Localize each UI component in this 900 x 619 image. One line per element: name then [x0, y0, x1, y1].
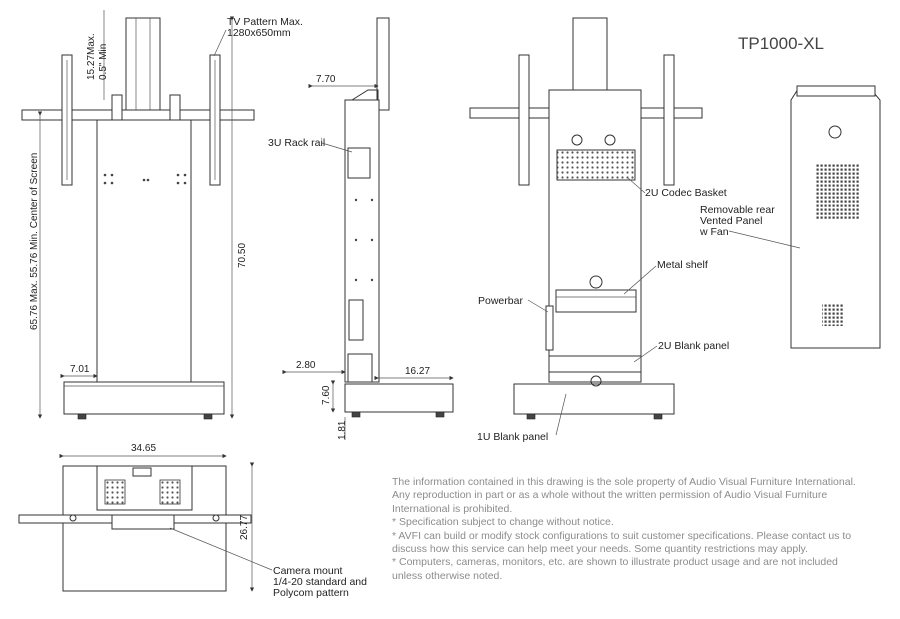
dim-base-height: 7.60: [321, 385, 332, 405]
side-panel-vent: [815, 164, 859, 220]
dim-adjust-max: 15.27Max.: [86, 33, 97, 80]
disclaimer-line: unless otherwise noted.: [392, 569, 503, 582]
side-rack-rail: [347, 147, 371, 179]
rear-metal-shelf: [555, 289, 637, 313]
disclaimer-line: discuss how this service can help meet y…: [392, 543, 808, 556]
rear-column: [548, 89, 642, 383]
codec-basket-label: 2U Codec Basket: [645, 187, 727, 199]
top-camera: [132, 467, 152, 477]
disclaimer-line: International is prohibited.: [392, 502, 513, 515]
side-mast: [376, 17, 390, 111]
front-base: [63, 381, 225, 415]
disclaimer-block: The information contained in this drawin…: [392, 476, 892, 583]
rear-codec-basket: [556, 149, 636, 181]
dim-depth-top: 7.70: [316, 74, 336, 85]
dim-offset: 2.80: [296, 360, 316, 371]
side-powerbar: [348, 299, 364, 341]
side-panel-top: [796, 85, 876, 97]
blank-2u-label: 2U Blank panel: [658, 340, 729, 352]
dim-height: 70.50: [237, 243, 248, 268]
disclaimer-line: The information contained in this drawin…: [392, 476, 856, 488]
rear-tv-bracket-right: [663, 54, 675, 186]
dim-adjust-min: 0.5" Min: [98, 44, 109, 80]
dim-top-width: 34.65: [131, 443, 156, 454]
front-view: 65.76 Max. 55.76 Min. Center of Screen 7…: [21, 10, 303, 420]
side-caster-right: [435, 411, 445, 418]
disclaimer-line: * AVFI can build or modify stock configu…: [392, 529, 852, 542]
metal-shelf-label: Metal shelf: [657, 259, 708, 271]
side-panel-view: Removable rear Vented Panel w Fan: [699, 85, 881, 349]
front-column: [96, 119, 192, 383]
rear-tv-bracket-left: [518, 54, 530, 186]
rear-base: [513, 383, 675, 415]
side-base: [344, 383, 454, 413]
tv-pattern-label-line1: TV Pattern Max.: [227, 16, 303, 28]
dim-caster: 1.81: [337, 420, 348, 440]
dim-screen-center: 65.76 Max. 55.76 Min. Center of Screen: [29, 153, 40, 330]
side-caster-left: [351, 411, 361, 418]
rear-view: 2U Codec Basket Metal shelf Powerbar 2U …: [469, 17, 729, 443]
tv-pattern-label-line2: 1280x650mm: [227, 27, 291, 39]
disclaimer-line: * Specification subject to change withou…: [392, 516, 614, 529]
panel-label-line3: w Fan: [699, 226, 729, 238]
model-title: TP1000-XL: [738, 34, 824, 53]
side-panel-fan: [822, 304, 844, 326]
top-column-outline: [96, 466, 193, 511]
disclaimer-line: * Computers, cameras, monitors, etc. are…: [392, 556, 838, 569]
camera-mount-line2: 1/4-20 standard and: [273, 576, 367, 588]
rear-caster-left: [526, 413, 536, 420]
powerbar-label: Powerbar: [478, 295, 523, 307]
dim-top-depth: 26.77: [239, 515, 250, 540]
panel-label-line1: Removable rear: [700, 204, 775, 216]
top-view: 34.65 26.77 Camera mount 1/4-20 standard…: [18, 443, 367, 599]
blank-1u-label: 1U Blank panel: [477, 431, 548, 443]
dim-base-offset: 7.01: [70, 364, 90, 375]
side-lower-box: [347, 353, 373, 383]
dim-base-depth: 16.27: [405, 366, 430, 377]
front-caster-left: [77, 413, 87, 420]
top-camera-mount: [111, 514, 175, 530]
front-mast: [125, 17, 161, 111]
rear-caster-right: [653, 413, 663, 420]
camera-mount-line3: Polycom pattern: [273, 587, 349, 599]
camera-mount-line1: Camera mount: [273, 565, 343, 577]
rear-2u-blank: [548, 355, 642, 373]
panel-label-line2: Vented Panel: [700, 215, 762, 227]
rack-rail-label: 3U Rack rail: [268, 137, 325, 149]
front-caster-right: [203, 413, 213, 420]
rear-powerbar: [545, 305, 554, 351]
disclaimer-line: Any reproduction in part or as a whole w…: [392, 489, 828, 502]
side-view: 7.70 3U Rack rail 2.80 16.27 7.60 1.81: [268, 17, 454, 440]
